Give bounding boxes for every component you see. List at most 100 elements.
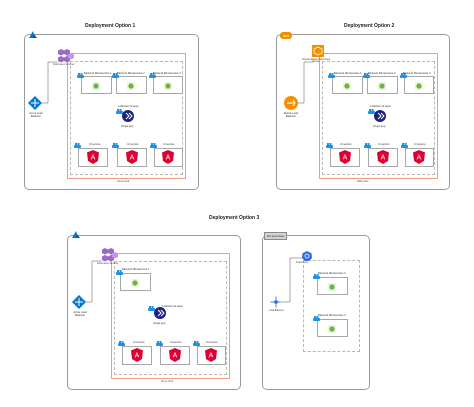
option2-k8s-label: Amazon Elastic Kubernetes Service — [301, 59, 331, 63]
option2-ms-3 — [400, 73, 434, 94]
option1-ms-2 — [112, 73, 147, 94]
option1-ui-2: A — [117, 148, 147, 167]
spring-icon — [378, 82, 386, 90]
spring-icon — [328, 283, 336, 291]
option1-single-app-label: Single app — [121, 125, 134, 128]
kubernetes-icon — [302, 251, 312, 261]
docker-icon — [149, 73, 156, 78]
svg-text:A: A — [135, 353, 140, 360]
option3-lb-label: Azure Load Balancer — [73, 311, 87, 317]
option3-cloud-box — [111, 253, 230, 379]
option1-lb-label: Azure Load Balancer — [29, 112, 43, 118]
option1-load-balancer-icon — [28, 96, 42, 110]
angular-icon: A — [377, 150, 389, 164]
option1-region-label: Azure cloud — [117, 181, 130, 183]
spring-icon — [131, 279, 139, 287]
svg-text:A: A — [130, 155, 135, 162]
onprem-load-balancer-icon — [270, 296, 282, 308]
option2-keycloak-label: Collection of apps — [370, 105, 391, 108]
onprem-lb-label: Load Balancer — [269, 310, 284, 312]
option2-ms-2-label: Backend Microservice 2 — [368, 72, 396, 75]
option3-ui-1-label: UI service — [133, 341, 145, 344]
option1-ui-3: A — [154, 148, 183, 167]
eks-icon — [312, 45, 324, 57]
docker-icon — [112, 73, 119, 78]
option1-ui-3-label: UI service — [163, 143, 175, 146]
onprem-ms-1 — [313, 274, 348, 295]
option1-ms-3 — [149, 73, 183, 94]
docker-icon — [74, 143, 81, 148]
option2-ui-3-label: UI service — [414, 143, 426, 146]
option3-keycloak-label: Collection of apps — [162, 305, 183, 308]
option3-k8s-box — [114, 261, 227, 375]
onprem-ms-2 — [313, 316, 348, 337]
spring-icon — [164, 82, 172, 90]
option2-lb-label: Elastic Load Balancer — [283, 112, 299, 118]
option3-single-app-label: Single app — [153, 322, 166, 325]
option2-ms-1 — [328, 73, 363, 94]
docker-icon — [401, 143, 408, 148]
azure-logo-icon — [72, 231, 80, 238]
docker-icon — [156, 341, 163, 346]
option2-k8s-box — [322, 61, 435, 175]
docker-icon — [313, 274, 320, 279]
docker-icon — [364, 143, 371, 148]
angular-icon: A — [169, 348, 181, 362]
docker-icon — [368, 109, 375, 114]
option2-ms-3-label: Backend Microservice 3 — [403, 72, 431, 75]
svg-text:A: A — [166, 155, 171, 162]
svg-text:A: A — [209, 353, 214, 360]
angular-icon: A — [87, 150, 99, 164]
option3-load-balancer-icon — [72, 295, 86, 309]
angular-icon: A — [162, 150, 174, 164]
option1-ms-3-label: Backend Microservice 3 — [153, 72, 181, 75]
option3-region-label: Azure cloud — [161, 381, 174, 383]
option1-ui-1-label: UI service — [89, 143, 101, 146]
angular-icon: A — [339, 150, 351, 164]
option1-ms-1 — [77, 73, 112, 94]
svg-text:A: A — [91, 155, 96, 162]
onprem-ms-1-label: Backend Microservice 2 — [318, 272, 346, 275]
option1-ui-1: A — [78, 148, 108, 167]
option3-ms-1-label: Backend Microservice 1 — [122, 268, 150, 271]
docker-icon — [77, 73, 84, 78]
svg-text:A: A — [343, 155, 348, 162]
docker-icon — [116, 270, 123, 275]
docker-icon — [328, 73, 335, 78]
option1-k8s-label: Kubernetes Services — [53, 64, 75, 66]
option3-keycloak-icon — [154, 307, 166, 319]
option3-ui-3: A — [197, 346, 226, 365]
onprem-tag: On-premises — [264, 232, 288, 240]
option2-cloud-box — [319, 53, 438, 179]
option3-ui-2: A — [160, 346, 190, 365]
docker-icon — [193, 341, 200, 346]
docker-icon — [313, 316, 320, 321]
option1-k8s-box — [70, 61, 183, 175]
docker-icon — [363, 73, 370, 78]
option1-title: Deployment Option 1 — [85, 23, 136, 29]
onprem-k8s-box — [303, 260, 360, 352]
option1-keycloak-icon — [122, 110, 134, 122]
angular-icon: A — [131, 348, 143, 362]
option1-keycloak-label: Collection of apps — [118, 105, 139, 108]
option2-single-app-label: Single app — [373, 125, 386, 128]
option2-ui-1: A — [330, 148, 360, 167]
option2-keycloak-icon — [374, 110, 386, 122]
docker-icon — [118, 341, 125, 346]
docker-icon — [112, 143, 119, 148]
spring-icon — [343, 82, 351, 90]
option2-title: Deployment Option 2 — [344, 23, 395, 29]
option3-ui-2-label: UI service — [170, 341, 182, 344]
spring-icon — [415, 82, 423, 90]
option2-ui-1-label: UI service — [340, 143, 352, 146]
option2-ui-3: A — [405, 148, 434, 167]
option2-ui-2: A — [368, 148, 398, 167]
option3-ui-1: A — [122, 346, 152, 365]
docker-icon — [150, 143, 157, 148]
option3-ui-3-label: UI service — [206, 341, 218, 344]
option1-ui-2-label: UI service — [127, 143, 139, 146]
option1-connectors — [42, 61, 58, 104]
aws-logo-icon: aws — [280, 32, 292, 39]
